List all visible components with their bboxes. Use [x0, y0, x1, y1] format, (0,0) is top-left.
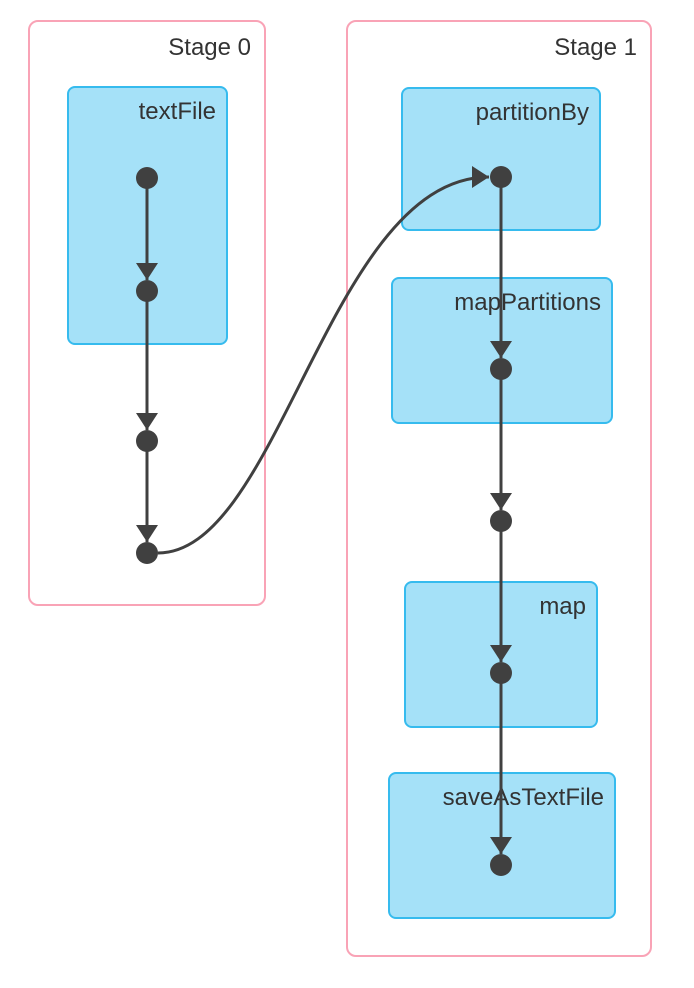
rdd-dot-stage0-3[interactable]: [136, 542, 158, 564]
rdd-dot-stage0-0[interactable]: [136, 167, 158, 189]
rdd-dot-stage0-1[interactable]: [136, 280, 158, 302]
rdd-dot-stage1-0[interactable]: [490, 166, 512, 188]
stage-1-title: Stage 1: [554, 34, 637, 61]
op-box-map: map: [404, 581, 598, 728]
op-box-saveastextfile: saveAsTextFile: [388, 772, 616, 919]
rdd-dot-stage1-1[interactable]: [490, 358, 512, 380]
op-label-textfile: textFile: [138, 98, 216, 125]
stage-0-title: Stage 0: [168, 34, 251, 61]
op-box-mappartitions: mapPartitions: [391, 277, 613, 424]
rdd-dot-stage0-2[interactable]: [136, 430, 158, 452]
op-label-mappartitions: mapPartitions: [454, 289, 601, 316]
op-label-saveastextfile: saveAsTextFile: [442, 784, 604, 811]
op-label-map: map: [539, 593, 586, 620]
op-box-textfile: textFile: [67, 86, 228, 345]
rdd-dot-stage1-2[interactable]: [490, 510, 512, 532]
rdd-dot-stage1-4[interactable]: [490, 854, 512, 876]
op-box-partitionby: partitionBy: [401, 87, 601, 231]
rdd-dot-stage1-3[interactable]: [490, 662, 512, 684]
op-label-partitionby: partitionBy: [475, 99, 589, 126]
